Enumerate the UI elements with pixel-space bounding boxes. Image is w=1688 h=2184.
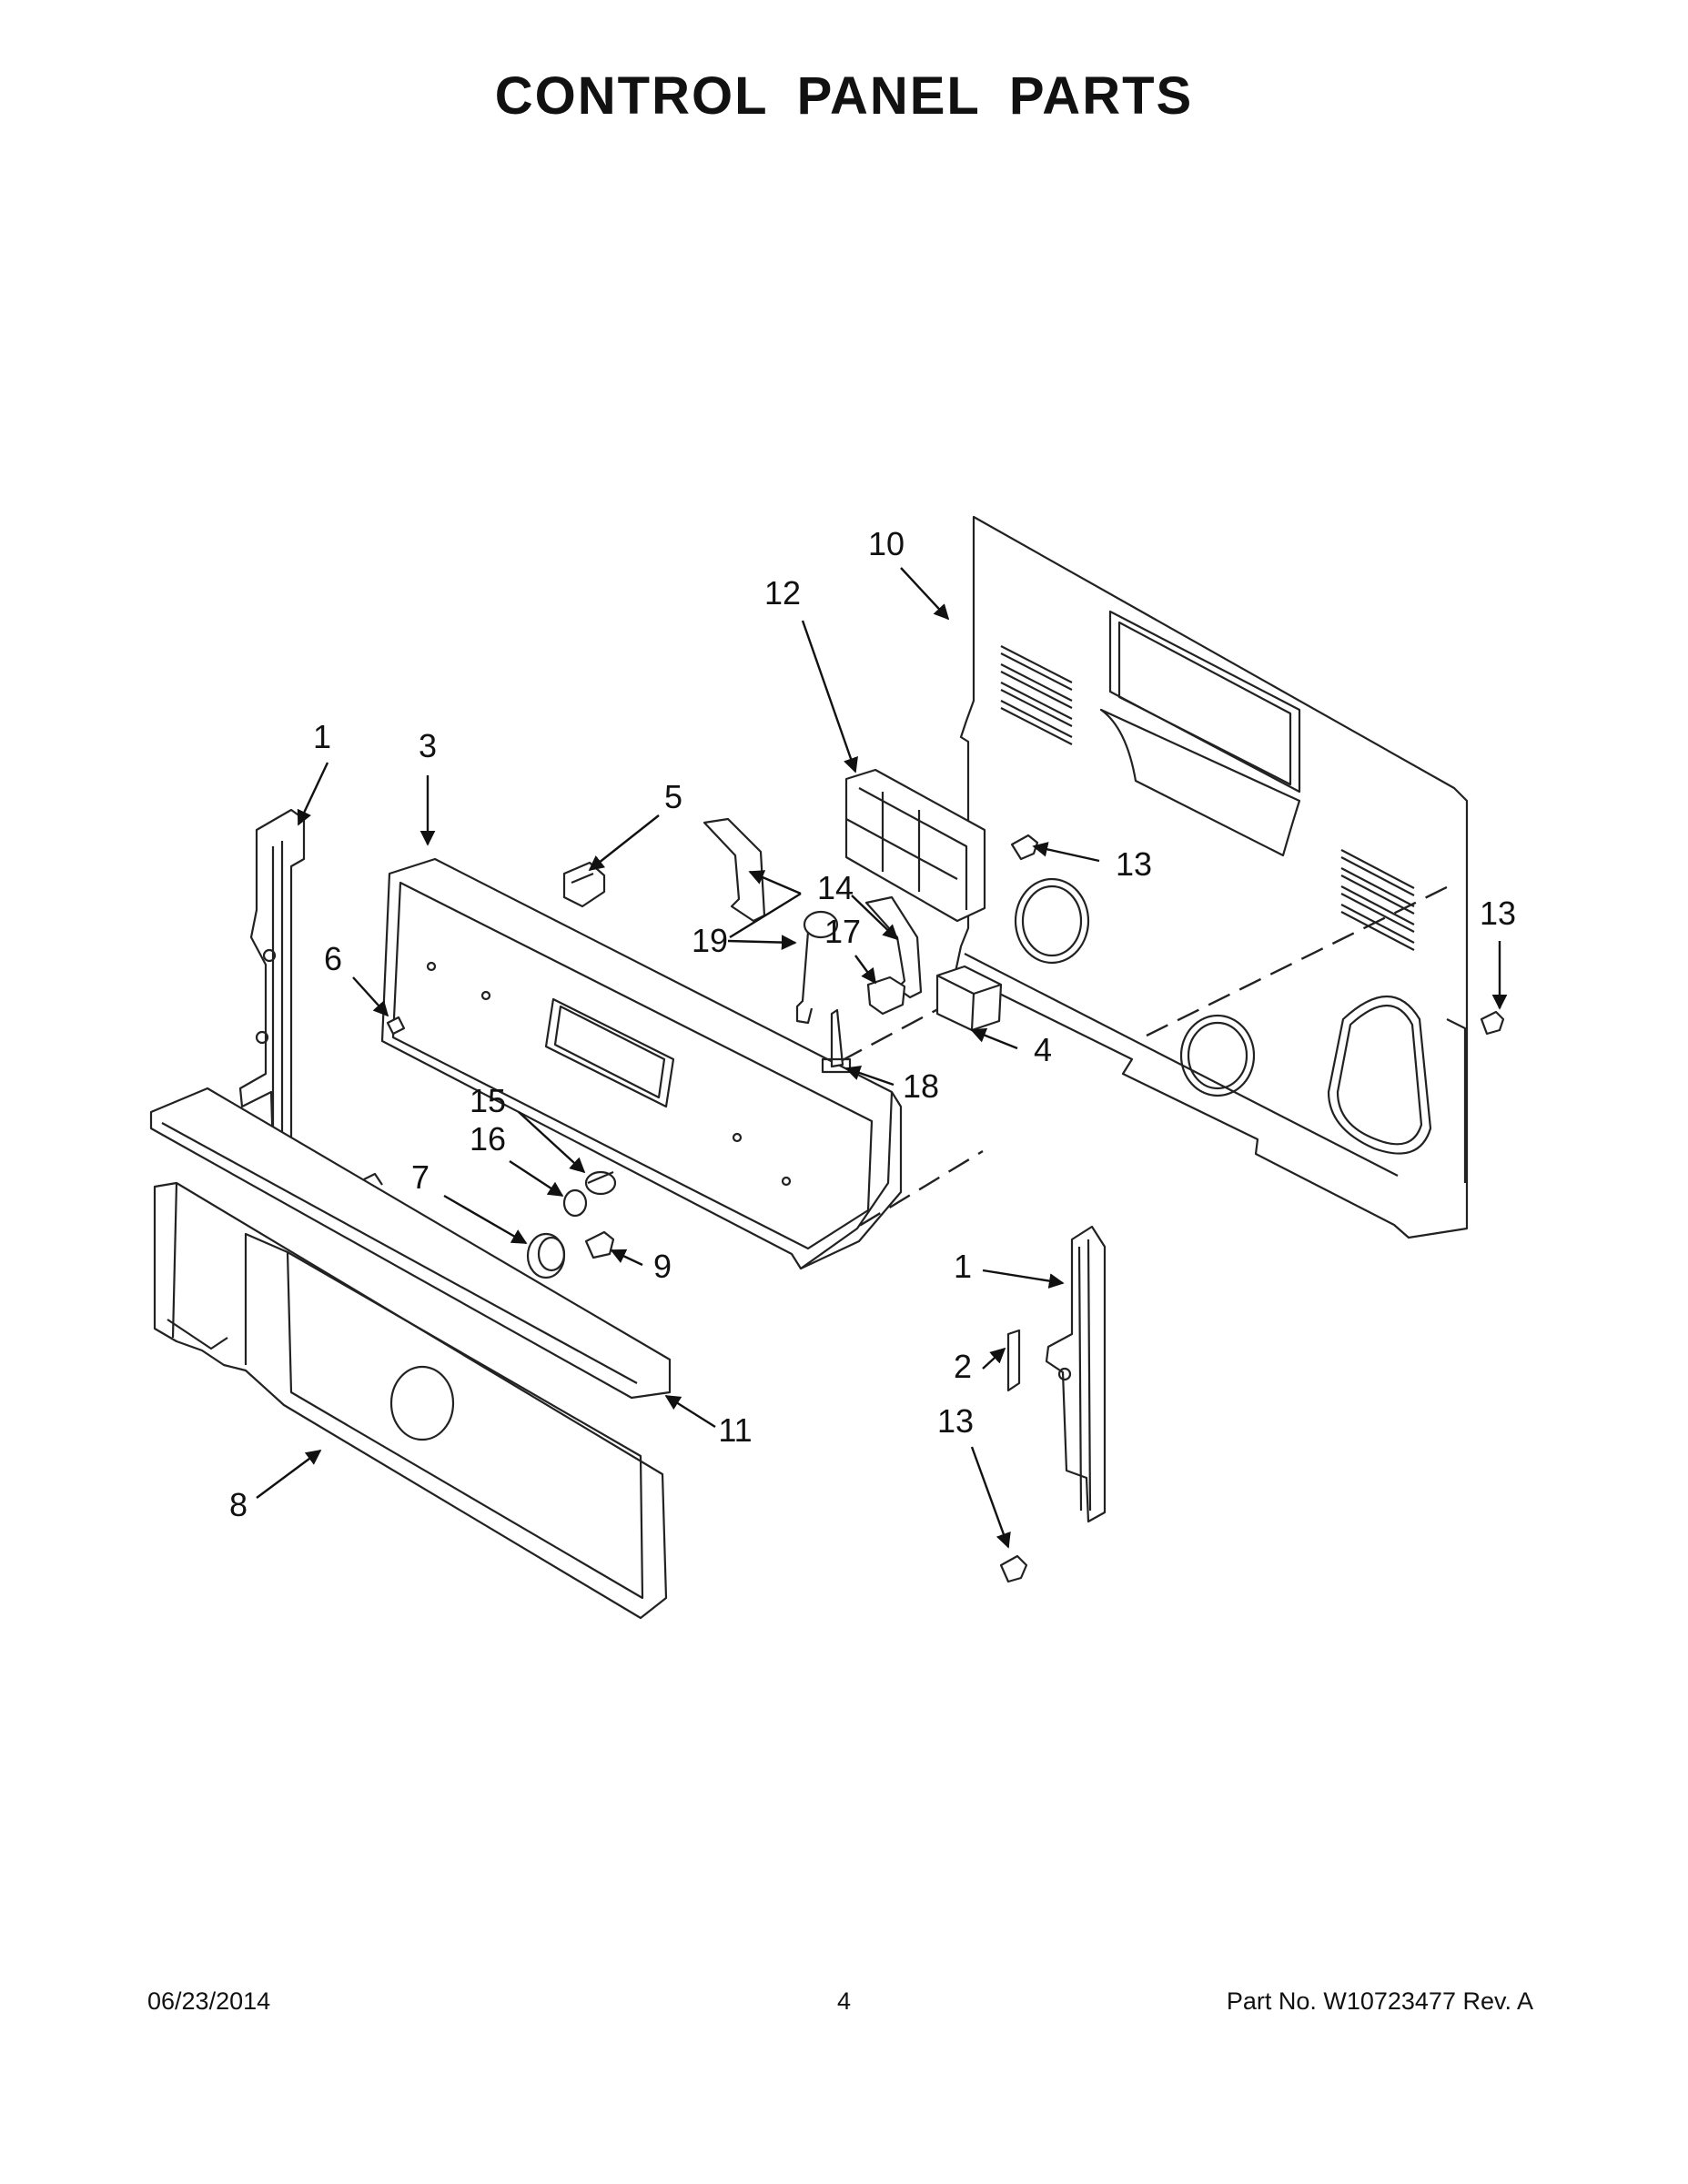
callout-17: 17 — [824, 913, 861, 950]
leader-line-11 — [664, 1394, 716, 1429]
callout-6: 6 — [324, 940, 342, 977]
screw-part-13-c — [999, 1554, 1028, 1583]
screw-part-9 — [584, 1230, 615, 1259]
leader-line-14-shared — [729, 892, 802, 939]
sensor-part-19 — [795, 910, 839, 1025]
leader-line-14-a — [748, 870, 802, 895]
callout-2: 2 — [954, 1348, 972, 1385]
side-bracket-part-1-left — [238, 808, 306, 1154]
callout-3: 3 — [419, 727, 437, 764]
callout-5: 5 — [664, 778, 682, 815]
relay-part-4 — [935, 965, 1003, 1032]
leader-line-9 — [610, 1249, 643, 1267]
callout-13-b: 13 — [1480, 895, 1516, 932]
callout-1-left: 1 — [313, 718, 331, 755]
callout-19: 19 — [692, 922, 728, 959]
leader-line-18 — [844, 1066, 895, 1087]
callout-7: 7 — [411, 1158, 430, 1196]
footer-page-number: 4 — [836, 1987, 852, 2015]
callout-14: 14 — [817, 869, 854, 906]
leader-line-4 — [970, 1027, 1018, 1050]
front-trim-part-11 — [149, 1087, 672, 1400]
leader-line-15 — [518, 1111, 586, 1174]
control-board-part-12 — [844, 768, 986, 923]
knob-part-7 — [526, 1232, 566, 1279]
callout-12: 12 — [764, 574, 801, 612]
knob-part-15 — [584, 1170, 617, 1196]
leader-line-1-left — [297, 762, 329, 826]
callout-10: 10 — [868, 525, 905, 562]
callout-18: 18 — [903, 1067, 939, 1105]
callout-4: 4 — [1034, 1031, 1052, 1068]
leader-line-19 — [727, 935, 797, 950]
lower-panel-part-8 — [153, 1181, 668, 1620]
callout-8: 8 — [229, 1486, 248, 1523]
leader-line-12 — [801, 620, 858, 774]
rear-panel-part-10 — [954, 515, 1469, 1239]
leader-line-13-c — [970, 1446, 1011, 1549]
leader-line-7 — [443, 1194, 528, 1245]
knob-part-16 — [562, 1188, 588, 1218]
side-bracket-part-1-right — [1045, 1225, 1107, 1523]
footer-part-number: Part No. W10723477 Rev. A — [1226, 1987, 1533, 2015]
switch-part-17 — [866, 976, 906, 1016]
callout-15: 15 — [470, 1082, 506, 1119]
leader-line-2 — [982, 1347, 1006, 1370]
leader-line-1-right — [982, 1269, 1065, 1289]
callout-1-right: 1 — [954, 1248, 972, 1285]
leader-line-13-a — [1032, 842, 1100, 863]
switch-part-5 — [562, 861, 606, 908]
callout-11: 11 — [718, 1411, 752, 1449]
leader-line-16 — [509, 1159, 564, 1198]
footer-date: 06/23/2014 — [147, 1987, 271, 2015]
leader-line-17 — [854, 955, 876, 985]
leader-line-5 — [588, 814, 660, 872]
screw-part-13-b — [1480, 1010, 1505, 1036]
clip-part-2 — [1006, 1329, 1021, 1392]
callout-9: 9 — [653, 1248, 672, 1285]
leader-line-14-b — [851, 895, 899, 941]
leader-line-8 — [256, 1449, 322, 1499]
page-title: CONTROL PANEL PARTS — [494, 66, 1194, 126]
leader-line-10 — [900, 567, 950, 621]
leader-line-6 — [352, 976, 389, 1017]
bracket-part-14 — [702, 817, 923, 999]
callout-13-a: 13 — [1116, 845, 1152, 883]
callout-13-c: 13 — [937, 1402, 974, 1440]
screw-part-6 — [386, 1016, 406, 1036]
callout-16: 16 — [470, 1120, 506, 1158]
